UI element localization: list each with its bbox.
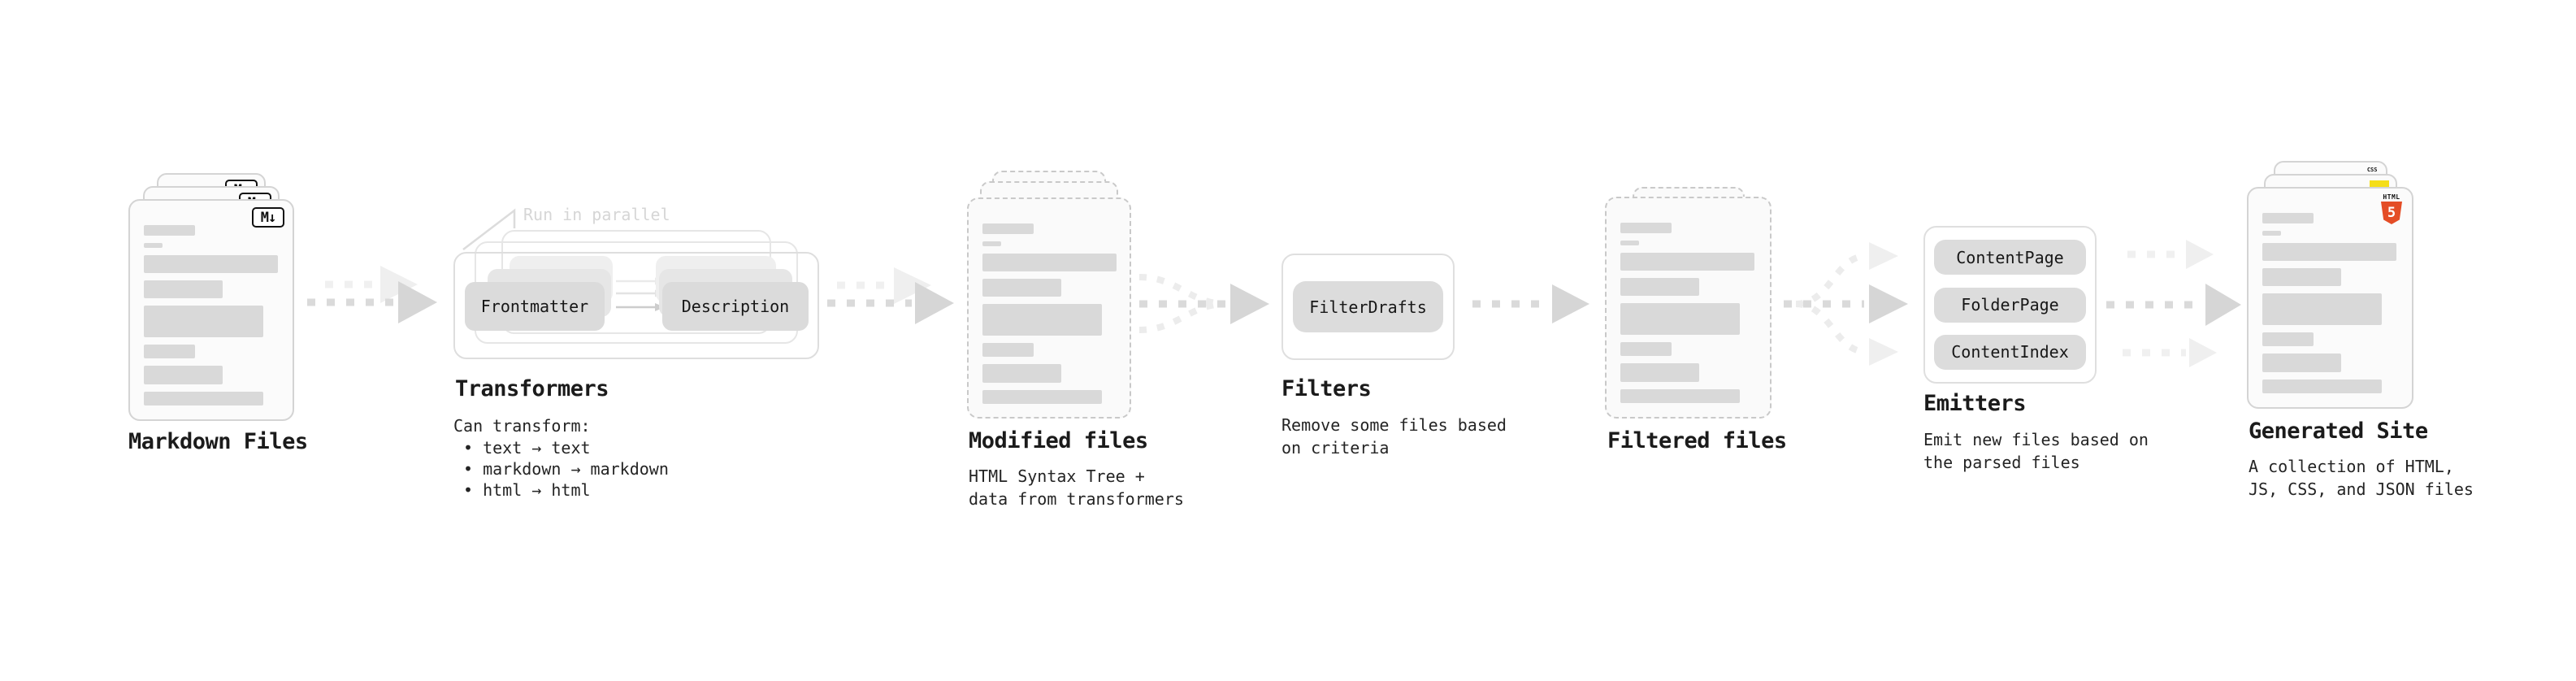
placeholder-bar: [1620, 278, 1699, 296]
placeholder-bar: [982, 343, 1034, 357]
placeholder-bar: [982, 241, 1001, 246]
placeholder-bar: [1620, 303, 1740, 335]
placeholder-bar: [1620, 363, 1699, 382]
arrow-transformers-to-modified: [827, 267, 954, 324]
html5-icon: HTML 5: [2381, 193, 2402, 224]
frontmatter-node: Frontmatter: [465, 282, 605, 331]
placeholder-bar: [982, 364, 1061, 383]
placeholder-bar: [144, 345, 195, 358]
description-node: Description: [662, 282, 809, 331]
emitters-caption: Emit new files based on the parsed files: [1923, 430, 2149, 472]
can-transform-heading: Can transform:: [453, 416, 591, 436]
placeholder-bar: [982, 223, 1034, 234]
placeholder-bar: [144, 243, 163, 248]
placeholder-bar: [1620, 342, 1672, 356]
document-placeholder-lines: [982, 223, 1117, 404]
placeholder-bar: [2262, 380, 2382, 393]
placeholder-bar: [1620, 253, 1754, 271]
placeholder-bar: [144, 392, 263, 406]
placeholder-bar: [982, 304, 1102, 336]
placeholder-bar: [1620, 241, 1639, 245]
run-in-parallel-note: Run in parallel: [523, 205, 670, 224]
placeholder-bar: [144, 255, 278, 273]
markdown-file-card: M↓: [128, 199, 294, 421]
filters-title: Filters: [1281, 376, 1372, 401]
transform-type-item: • text → text: [463, 438, 591, 458]
markdown-files-title: Markdown Files: [128, 429, 308, 454]
transform-type-item: • markdown → markdown: [463, 459, 669, 479]
modified-files-title: Modified files: [969, 428, 1148, 453]
placeholder-bar: [144, 366, 223, 384]
filtered-file-card: [1605, 197, 1772, 419]
filtered-files-title: Filtered files: [1607, 428, 1787, 453]
placeholder-bar: [982, 279, 1061, 297]
modified-files-caption: HTML Syntax Tree + data from transformer…: [969, 466, 1184, 509]
transform-types-list: • text → text • markdown → markdown • ht…: [453, 437, 669, 501]
generated-site-caption: A collection of HTML, JS, CSS, and JSON …: [2249, 457, 2474, 499]
placeholder-bar: [144, 306, 263, 337]
filters-caption: Remove some files based on criteria: [1281, 415, 1507, 458]
filters-box: FilterDrafts: [1281, 254, 1455, 360]
content-index-node: ContentIndex: [1934, 334, 2086, 370]
markdown-icon: M↓: [252, 207, 284, 228]
transform-type-item: • html → html: [463, 480, 591, 500]
emitters-title: Emitters: [1923, 391, 2027, 416]
emitters-box: ContentPage FolderPage ContentIndex: [1923, 226, 2097, 384]
generated-html-file-card: HTML 5: [2247, 187, 2413, 409]
filter-drafts-node: FilterDrafts: [1293, 281, 1443, 332]
folder-page-node: FolderPage: [1934, 287, 2086, 323]
placeholder-bar: [2262, 231, 2281, 236]
generated-site-title: Generated Site: [2249, 419, 2428, 444]
transformers-description-text: Can transform: • text → text • markdown …: [453, 415, 669, 501]
arrow-filtered-to-emitters-diverging: [1784, 242, 1908, 366]
modified-file-card: [967, 197, 1131, 419]
placeholder-bar: [2262, 243, 2396, 261]
arrow-filters-to-filtered: [1472, 284, 1589, 323]
placeholder-bar: [144, 225, 195, 236]
arrow-modified-to-filters-converging: [1138, 274, 1269, 333]
document-placeholder-lines: [1620, 223, 1754, 403]
placeholder-bar: [2262, 293, 2382, 325]
transformer-box: Frontmatter Description: [453, 252, 819, 359]
arrow-markdown-to-transformers: [307, 266, 437, 323]
placeholder-bar: [2262, 268, 2341, 286]
transformers-title: Transformers: [455, 376, 609, 401]
placeholder-bar: [982, 254, 1117, 271]
placeholder-bar: [2262, 354, 2341, 372]
placeholder-bar: [1620, 223, 1672, 233]
arrow-emitters-to-generated: [2106, 240, 2241, 367]
document-placeholder-lines: [2262, 213, 2396, 393]
placeholder-bar: [144, 280, 223, 298]
content-page-node: ContentPage: [1934, 240, 2086, 275]
document-placeholder-lines: [144, 225, 278, 406]
placeholder-bar: [982, 390, 1102, 404]
placeholder-bar: [2262, 213, 2314, 223]
html5-icon-word: HTML: [2383, 193, 2400, 201]
placeholder-bar: [1620, 389, 1740, 403]
placeholder-bar: [2262, 332, 2314, 346]
